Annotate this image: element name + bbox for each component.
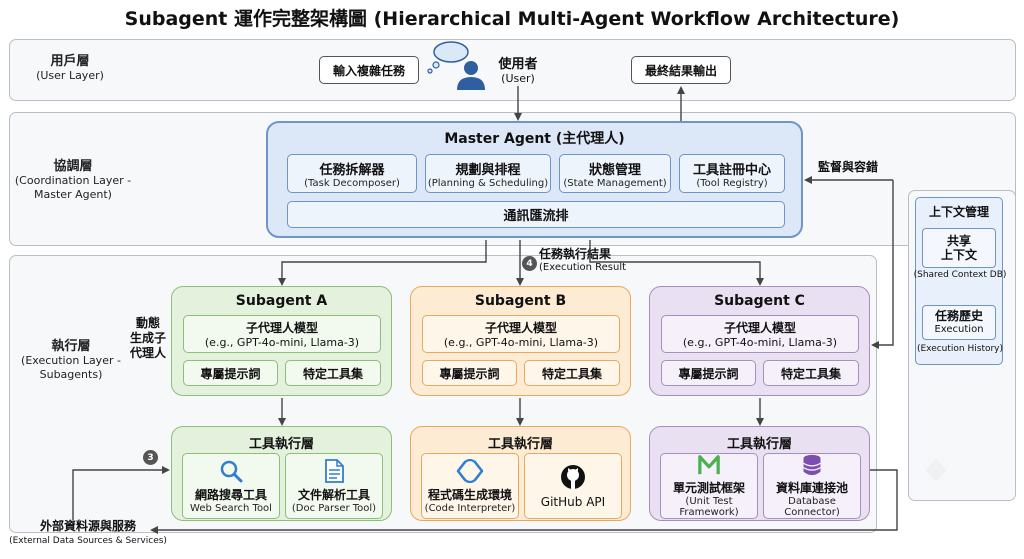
communication-bus-box: 通訊匯流排 [287, 201, 785, 228]
user-icon [427, 41, 485, 90]
subagent-b-toolset-box: 特定工具集 [524, 360, 620, 386]
coordination-layer-label: 協調層 (Coordination Layer - Master Agent) [14, 159, 132, 202]
m-logo-icon [698, 455, 720, 475]
subagent-c-tool-layer-title: 工具執行層 [726, 437, 792, 452]
subagent-a-toolset-box: 特定工具集 [285, 360, 381, 386]
subagent-a-tool-panel: 工具執行層 網路搜尋工具 Web Search Tool 文件解析工具 (Doc… [171, 426, 392, 521]
planning-scheduling-box: 規劃與排程 (Planning & Scheduling) [425, 154, 551, 193]
subagent-b-prompt-box: 專屬提示詞 [422, 360, 517, 386]
step-3-badge: 3 [143, 450, 158, 465]
shared-context-box: 共享 上下文 [922, 228, 996, 268]
subagent-b-tool-layer-title: 工具執行層 [487, 437, 553, 452]
user-label: 使用者 (User) [498, 57, 538, 85]
subagent-c-model-box: 子代理人模型 (e.g., GPT-4o-mini, Llama-3) [661, 315, 859, 353]
task-decomposer-box: 任務拆解器 (Task Decomposer) [287, 154, 417, 193]
subagent-b-model-box: 子代理人模型 (e.g., GPT-4o-mini, Llama-3) [422, 315, 620, 353]
user-layer-panel [9, 39, 1016, 101]
final-output-box: 最終結果輸出 [631, 56, 731, 84]
github-icon [561, 464, 585, 489]
subagent-a-panel: Subagent A 子代理人模型 (e.g., GPT-4o-mini, Ll… [171, 286, 392, 396]
subagent-a-model-box: 子代理人模型 (e.g., GPT-4o-mini, Llama-3) [183, 315, 381, 353]
subagent-c-prompt-box: 專屬提示詞 [661, 360, 756, 386]
shared-context-db-label: (Shared Context DB) [913, 270, 1007, 280]
subagent-a-prompt-box: 專屬提示詞 [183, 360, 278, 386]
subagent-b-panel: Subagent B 子代理人模型 (e.g., GPT-4o-mini, Ll… [410, 286, 631, 396]
unit-test-framework-box: 單元測試框架 (Unit Test Framework) [660, 453, 758, 519]
dynamic-spawn-label: 動態 生成子 代理人 [129, 316, 166, 360]
subagent-c-title: Subagent C [714, 293, 805, 309]
execution-layer-label: 執行層 (Execution Layer - Subagents) [21, 339, 121, 382]
database-icon [803, 454, 821, 476]
page-title: Subagent 運作完整架構圖 (Hierarchical Multi-Age… [124, 8, 900, 30]
execution-result-label: 任務執行結果 (Execution Result [539, 247, 627, 274]
subagent-a-tool-layer-title: 工具執行層 [248, 437, 314, 452]
subagent-a-title: Subagent A [235, 293, 328, 309]
tool-registry-box: 工具註冊中心 (Tool Registry) [679, 154, 785, 193]
task-history-box: 任務歷史 Execution [922, 305, 996, 340]
document-icon [325, 458, 344, 483]
input-task-box: 輸入複雜任務 [319, 56, 419, 84]
subagent-c-panel: Subagent C 子代理人模型 (e.g., GPT-4o-mini, Ll… [649, 286, 870, 396]
execution-history-label: (Execution History) [916, 344, 1004, 354]
code-interpreter-box: 程式碼生成環境 (Code Interpreter) [421, 453, 519, 519]
context-management-title: 上下文管理 [928, 205, 989, 219]
subagent-b-tool-panel: 工具執行層 程式碼生成環境 (Code Interpreter) GitHub … [410, 426, 631, 521]
magnifier-icon [220, 460, 243, 482]
subagent-b-title: Subagent B [474, 293, 567, 309]
user-layer-label: 用戶層 (User Layer) [36, 54, 104, 83]
web-search-tool-box: 網路搜尋工具 Web Search Tool [182, 453, 280, 519]
code-arrows-icon [456, 458, 484, 483]
subagent-c-tool-panel: 工具執行層 單元測試框架 (Unit Test Framework) 資料庫連接… [649, 426, 870, 521]
external-sources-label: 外部資料源與服務 (External Data Sources & Servic… [9, 519, 167, 546]
database-connector-box: 資料庫連接池 Database Connector) [763, 453, 861, 519]
step-4-badge: 4 [522, 256, 537, 271]
subagent-c-toolset-box: 特定工具集 [763, 360, 859, 386]
github-api-box: GitHub API [524, 453, 622, 519]
master-agent-title: Master Agent (主代理人) [444, 131, 625, 147]
state-management-box: 狀態管理 (State Management) [559, 154, 671, 193]
monitor-fault-tolerance-label: 監督與容錯 [818, 160, 879, 174]
doc-parser-tool-box: 文件解析工具 (Doc Parser Tool) [285, 453, 383, 519]
